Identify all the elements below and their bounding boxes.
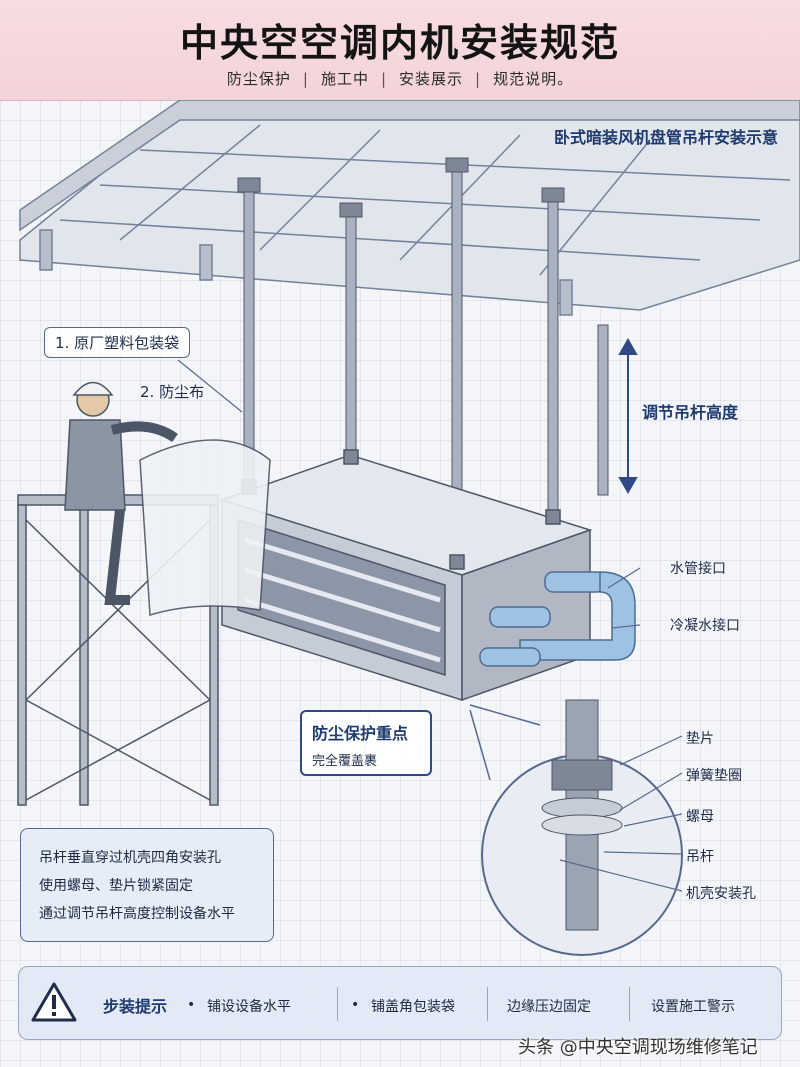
worker-figure <box>17 381 271 806</box>
dust-focus-title: 防尘保护重点 <box>312 724 409 743</box>
tips-bar: 步装提示 • 铺设设备水平 • 铺盖角包装袋 边缘压边固定 设置施工警示 <box>18 966 782 1040</box>
page-title: 中央空空调内机安装规范 <box>179 21 620 65</box>
note-item: 通过调节吊杆高度控制设备水平 <box>39 906 235 922</box>
dust-focus-box: 防尘保护重点 完全覆盖裹 <box>300 710 432 776</box>
callout-plastic-bag: 1. 原厂塑料包装袋 <box>44 327 191 358</box>
hanging-rods <box>237 157 565 571</box>
detail-label-mount-hole: 机壳安装孔 <box>686 886 756 902</box>
subtitle-item-spec: 规范说明。 <box>493 70 574 88</box>
subtitle-separator: | <box>475 70 482 88</box>
warning-icon <box>31 982 77 1022</box>
tip-item: 铺设设备水平 <box>207 999 291 1015</box>
callout-rod-height: 调节吊杆高度 <box>642 403 739 422</box>
callout-dust-cloth: 2. 防尘布 <box>140 383 205 401</box>
detail-label-washer: 垫片 <box>686 731 714 747</box>
up-down-arrow-icon <box>618 337 638 495</box>
subtitle-item-dust: 防尘保护 <box>226 70 291 88</box>
tip-divider <box>487 987 488 1021</box>
subtitle-item-construction: 施工中 <box>320 70 369 88</box>
installation-illustration <box>17 100 800 956</box>
diagram-title: 卧式暗装风机盘管吊杆安装示意 <box>553 128 778 147</box>
notes-panel: 吊杆垂直穿过机壳四角安装孔 使用螺母、垫片锁紧固定 通过调节吊杆高度控制设备水平 <box>20 828 274 942</box>
note-item: 吊杆垂直穿过机壳四角安装孔 <box>39 850 221 866</box>
tip-item: 铺盖角包装袋 <box>371 999 455 1015</box>
ceiling-frame <box>19 100 800 316</box>
detail-label-nut: 螺母 <box>686 809 714 825</box>
subtitle-item-display: 安装展示 <box>399 70 464 88</box>
detail-label-rod: 吊杆 <box>686 849 714 865</box>
subtitle-separator: | <box>302 70 309 88</box>
tip-item: 设置施工警示 <box>651 999 735 1015</box>
header-banner: 中央空空调内机安装规范 防尘保护 | 施工中 | 安装展示 | 规范说明。 <box>0 0 800 101</box>
fan-coil-unit <box>219 449 593 702</box>
tip-divider <box>629 987 630 1021</box>
callout-condensate: 冷凝水接口 <box>670 618 740 634</box>
tips-title: 步装提示 <box>103 997 168 1016</box>
bullet-dot: • <box>351 997 360 1013</box>
note-item: 使用螺母、垫片锁紧固定 <box>39 878 193 894</box>
dust-focus-sub: 完全覆盖裹 <box>312 754 378 769</box>
bullet-dot: • <box>187 997 196 1013</box>
detail-label-spring-washer: 弹簧垫圈 <box>686 768 742 784</box>
subtitle-bar: 防尘保护 | 施工中 | 安装展示 | 规范说明。 <box>0 68 800 89</box>
tip-item: 边缘压边固定 <box>507 999 591 1015</box>
tip-divider <box>337 987 338 1021</box>
callout-water-pipe: 水管接口 <box>670 561 726 577</box>
subtitle-separator: | <box>380 70 388 88</box>
watermark: 头条 @中央空调现场维修笔记 <box>518 1037 758 1058</box>
pipe-connections <box>479 571 636 667</box>
adjustable-rod-sample <box>597 324 609 496</box>
detail-magnifier <box>469 699 683 956</box>
